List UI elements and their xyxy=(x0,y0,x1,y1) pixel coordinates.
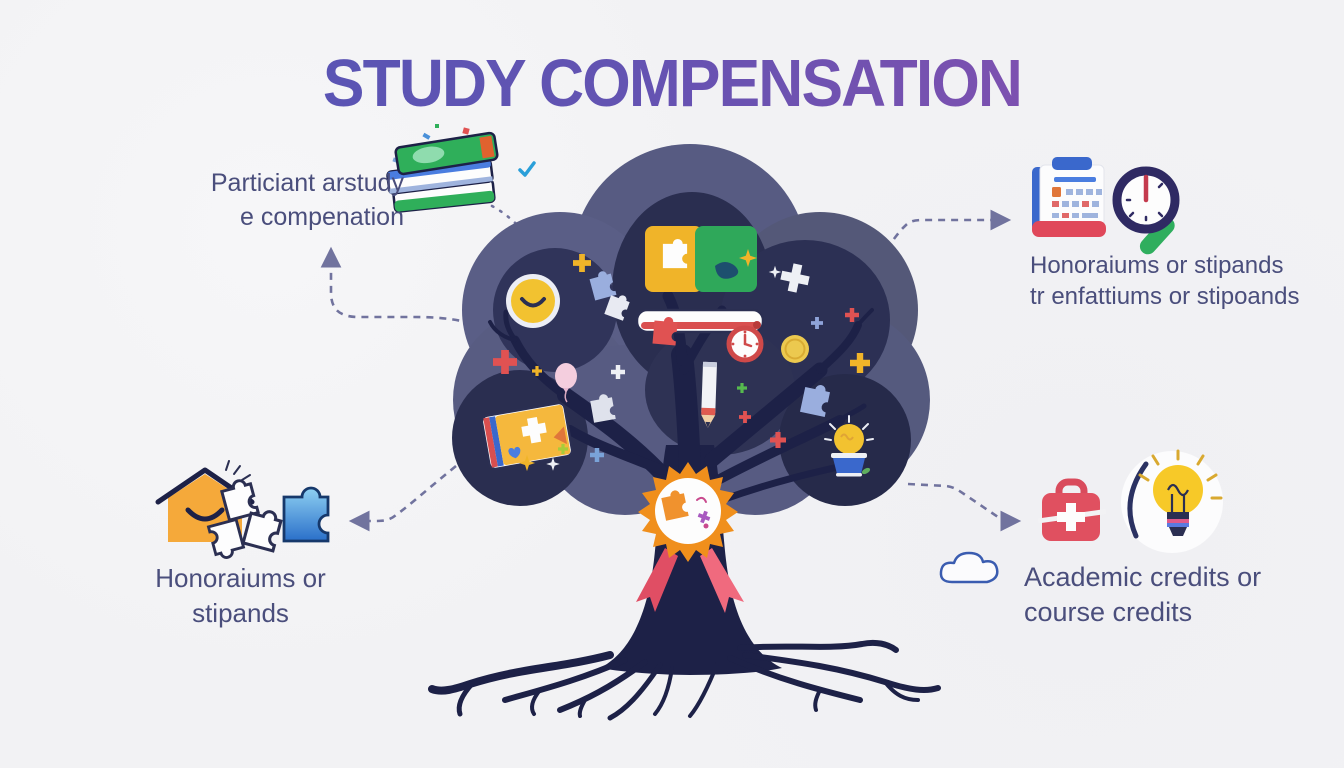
lightbulb-circle-icon xyxy=(1121,449,1223,553)
closed-book-icon xyxy=(635,226,765,334)
callout-bottom-right-line2: course credits xyxy=(1024,597,1193,627)
callout-bottom-right-line1: Academic credits or xyxy=(1024,562,1262,592)
first-aid-kit-icon xyxy=(1038,478,1107,541)
connector-bottom-left xyxy=(348,464,457,532)
tree-trunk xyxy=(488,290,874,675)
connector-bottom-right xyxy=(907,482,1022,532)
callout-top-left-line2: e compenation xyxy=(239,203,404,231)
member-card-icon xyxy=(480,401,574,471)
book-stack-icon xyxy=(386,124,536,213)
page-title: STUDY COMPENSATION xyxy=(47,46,1297,121)
callout-honorariums-stipends-label: Honoraiums or stipands tr enfattiums or … xyxy=(1030,250,1330,312)
callout-bottom-left-line1: Honoraiums or xyxy=(155,563,326,593)
clock-magnifier-icon xyxy=(1112,166,1180,255)
pencil-icon xyxy=(701,361,718,428)
award-badge xyxy=(636,462,744,613)
clock-icon xyxy=(726,325,764,363)
callout-bottom-left-line2: stipands xyxy=(192,598,289,628)
smiley-face-icon xyxy=(506,274,560,328)
callout-top-right-line2: tr enfattiums or stipoands xyxy=(1030,283,1300,310)
ribbon-left xyxy=(636,548,678,612)
callout-participant-compensation-label: Particiant arstudy e compenation xyxy=(194,166,404,234)
lightbulb-pot-icon xyxy=(824,415,874,477)
callout-top-right-line1: Honoraiums or stipands xyxy=(1030,252,1284,279)
callout-academic-credits-label: Academic credits or course credits xyxy=(1024,560,1284,630)
balloon-icon xyxy=(555,363,577,403)
cloud-icon xyxy=(939,551,999,584)
connector-top-left xyxy=(320,246,509,340)
callout-honorariums-label: Honoraiums or stipands xyxy=(148,561,333,631)
coin-icon xyxy=(781,335,809,363)
badge-scribble-icon xyxy=(696,496,712,529)
puzzle-blue-icon xyxy=(282,486,330,543)
check-mark-icon xyxy=(518,161,536,177)
callout-top-left-line1: Particiant arstudy xyxy=(210,169,404,197)
tree-roots xyxy=(428,639,941,721)
ribbon-right xyxy=(700,548,744,613)
calendar-clipboard-icon xyxy=(1032,157,1106,237)
